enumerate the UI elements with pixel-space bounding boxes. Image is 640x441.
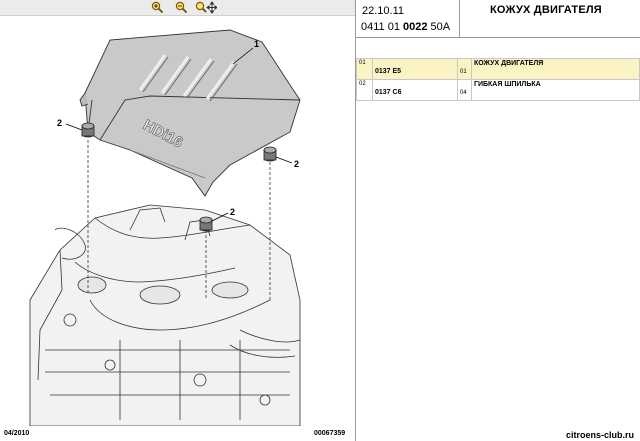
parts-table: 01 0137 E5 01 КОЖУХ ДВИГАТЕЛЯ 02 0137 C6 04 ГИБ… [356,58,640,101]
diagram-panel: HDi16 1 2 2 2 04/2010 00067359 [0,0,356,441]
part-description: ГИБКАЯ ШПИЛЬКА [474,81,541,88]
callout-label-1: 1 [254,39,259,49]
part-index: 01 [359,60,366,66]
zoom-move-icon[interactable] [194,0,218,15]
part-reference: 0137 E5 [375,68,402,75]
catalog-header: 22.10.11 0411 01 0022 50A [356,0,460,38]
part-ref-cell: 0137 E5 [372,58,458,80]
parts-row[interactable]: 01 0137 E5 01 КОЖУХ ДВИГАТЕЛЯ [356,58,640,80]
part-qty-cell: 01 [457,58,472,80]
engine-cover-drawing [79,29,301,197]
callout-leaders [65,47,293,222]
callout-label-2c: 2 [230,207,235,217]
zoom-out-icon[interactable] [170,0,192,15]
zoom-in-icon[interactable] [146,0,168,15]
engine-cover-exploded-diagram: HDi16 1 2 2 2 [29,29,301,426]
part-qty-cell: 04 [457,79,472,101]
site-credit: citroens-club.ru [565,430,634,440]
part-quantity: 04 [460,90,467,96]
callout-label-2a: 2 [57,118,62,128]
engine-block-drawing [29,204,301,426]
catalog-reference: 0411 01 0022 50A [361,21,451,33]
page-title: КОЖУХ ДВИГАТЕЛЯ [490,4,602,16]
header-divider [460,37,640,38]
callout-label-2b: 2 [294,159,299,169]
part-reference: 0137 C6 [375,89,402,96]
part-desc-cell: КОЖУХ ДВИГАТЕЛЯ [471,58,640,80]
part-ref-cell: 0137 C6 [372,79,458,101]
parts-row[interactable]: 02 0137 C6 04 ГИБКАЯ ШПИЛЬКА [356,79,640,101]
part-index: 02 [359,81,366,87]
part-index-cell: 02 [356,79,373,101]
parts-panel: 22.10.11 0411 01 0022 50A КОЖУХ ДВИГАТЕЛ… [356,0,640,441]
part-description: КОЖУХ ДВИГАТЕЛЯ [474,60,544,67]
part-quantity: 01 [460,69,467,75]
zoom-toolbar [0,0,355,16]
diagram-code: 00067359 [314,430,346,437]
diagram-date: 04/2010 [4,430,30,437]
part-desc-cell: ГИБКАЯ ШПИЛЬКА [471,79,640,101]
part-index-cell: 01 [356,58,373,80]
catalog-date: 22.10.11 [362,5,405,17]
flexible-stud-drawing [81,122,277,232]
